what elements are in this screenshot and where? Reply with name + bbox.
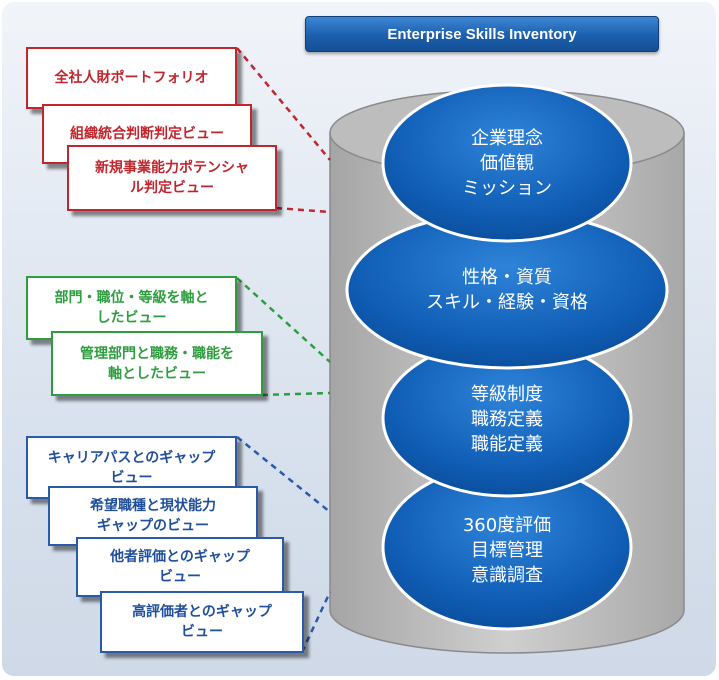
blue-view-card-2: 希望職種と現状能力 ギャップのビュー xyxy=(48,486,258,546)
blue-connector-bottom xyxy=(300,591,332,653)
red-connector-bottom xyxy=(275,206,331,214)
layer-label-1: 企業理念 価値観 ミッション xyxy=(462,127,552,199)
green-view-card-2: 管理部門と職務・職能を 軸としたビュー xyxy=(51,331,263,396)
green-connector-bottom xyxy=(261,391,331,397)
layer-ellipse-1 xyxy=(381,83,633,243)
layer-label-4: 360度評価 目標管理 意識調査 xyxy=(462,514,552,586)
red-view-card-1: 全社人財ポートフォリオ xyxy=(26,47,237,109)
red-view-card-3: 新規事業能力ポテンシャ ル判定ビュー xyxy=(67,145,277,211)
blue-view-card-3: 他者評価とのギャップ ビュー xyxy=(76,537,284,597)
blue-connector-top xyxy=(236,436,331,513)
green-connector-top xyxy=(236,277,331,363)
red-connector-top xyxy=(236,47,331,161)
green-view-card-1: 部門・職位・等級を軸と したビュー xyxy=(26,276,237,340)
layer-label-2: 性格・資質 スキル・経験・資格 xyxy=(426,267,588,313)
blue-view-card-4: 高評価者とのギャップ ビュー xyxy=(100,591,304,653)
diagram-title: Enterprise Skills Inventory xyxy=(305,16,659,52)
layer-label-3: 等級制度 職務定義 職能定義 xyxy=(471,383,543,455)
